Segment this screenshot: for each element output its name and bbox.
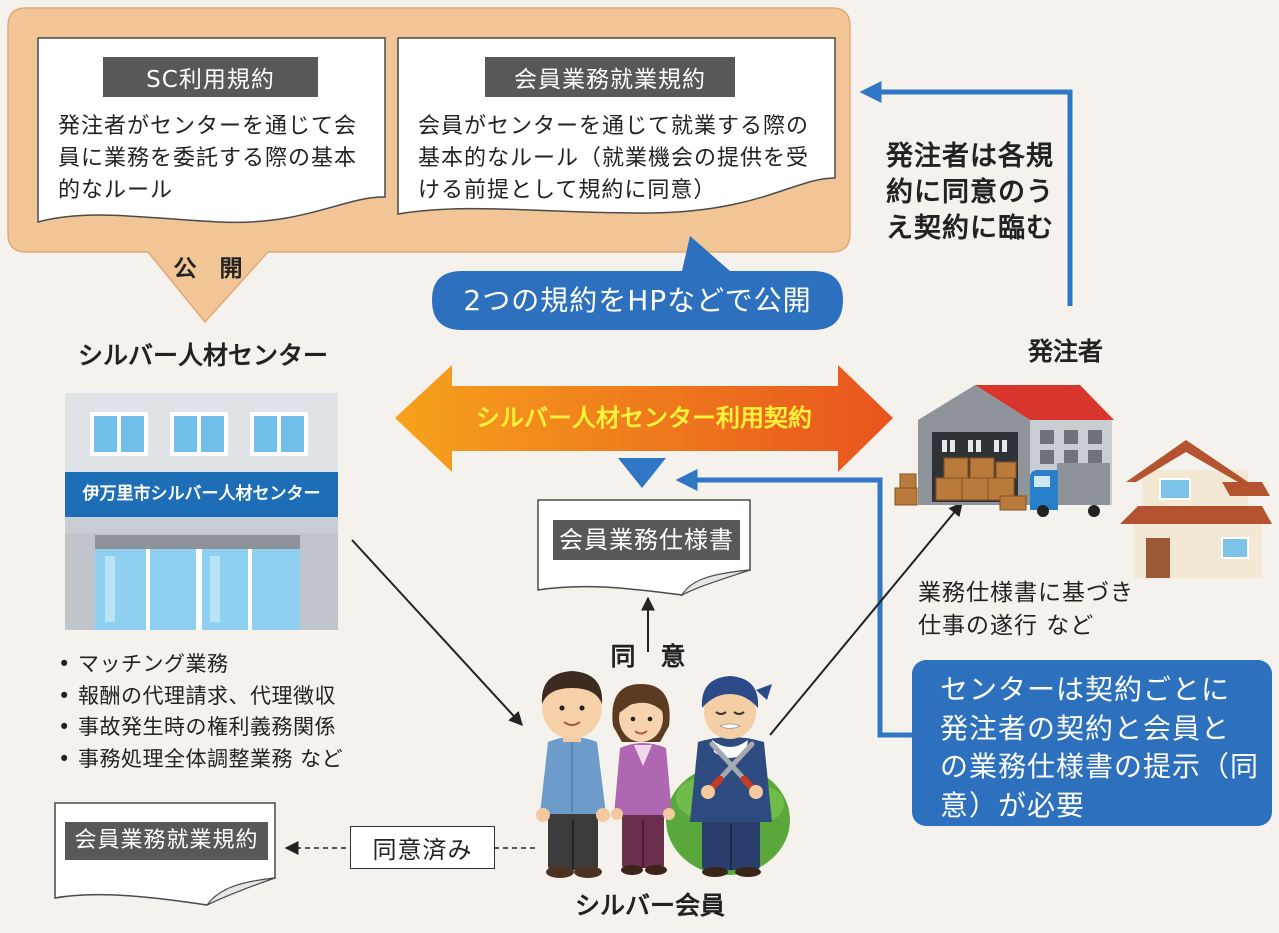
- member-terms-line: ける前提として規約に同意）: [418, 178, 717, 203]
- house-middle-roof: [1120, 506, 1272, 524]
- building-sign-band: [65, 472, 338, 517]
- bullet-icon: •: [58, 652, 71, 676]
- member-terms-body: 会員がセンターを通じて就業する際の 基本的なルール（就業機会の提供を受 ける前提…: [418, 111, 809, 207]
- member-terms-line: 基本的なルール（就業機会の提供を受: [418, 146, 810, 171]
- warehouse-roof: [975, 385, 1114, 420]
- member-man-figure: [536, 671, 610, 878]
- publish-callout-text: 2つの規約をHPなどで公開: [463, 283, 812, 317]
- building-windows: [90, 412, 308, 456]
- warehouse-vents: [942, 440, 1007, 452]
- client-consent-note: 発注者は各規 約に同意のう え契約に臨む: [886, 139, 1054, 247]
- members-label: シルバー会員: [574, 890, 725, 920]
- bullet-icon: •: [58, 683, 71, 708]
- center-duties-list: • マッチング業務 • 報酬の代理請求、代理徴収 • 事故発生時の権利義務関係 • 事務…: [58, 649, 343, 776]
- client-consent-arrow: [859, 81, 1073, 306]
- list-item: • 事故発生時の権利義務関係: [58, 712, 343, 744]
- member-terms-copy-curl: [206, 877, 276, 906]
- requirement-connector-arrow: [675, 469, 912, 738]
- list-item: • 事務処理全体調整業務 など: [58, 744, 343, 776]
- house-icon: [1120, 440, 1272, 578]
- client-consent-line: え契約に臨む: [886, 213, 1054, 244]
- house-lower-window: [1221, 537, 1249, 559]
- requirement-callout: センターは契約ごとに 発注者の契約と会員と の業務仕様書の提示（同 意）が必要: [912, 660, 1272, 826]
- house-side-roof: [1222, 482, 1270, 496]
- truck-wheel: [1088, 505, 1100, 517]
- sc-terms-line: 員に業務を委託する際の基本: [58, 146, 358, 171]
- spec-down-triangle: [618, 458, 666, 488]
- building-sign-text: 伊万里市シルバー人材センター: [82, 484, 321, 504]
- building-entrance-header: [95, 535, 300, 549]
- spec-doc-curl: [680, 569, 751, 597]
- work-note-line: 仕事の遂行 など: [918, 613, 1095, 639]
- duty-text: マッチング業務: [78, 652, 229, 676]
- client-consent-line: 発注者は各規: [886, 141, 1054, 172]
- building-door-shine: [105, 556, 115, 622]
- truck-window: [1034, 476, 1050, 487]
- bullet-icon: •: [58, 715, 71, 740]
- duty-text: 事故発生時の権利義務関係: [78, 715, 336, 740]
- cargo-boxes: [894, 457, 1027, 511]
- member-terms-copy-title: 会員業務就業規約: [74, 828, 259, 853]
- member-terms-copy-title-box: [65, 822, 268, 860]
- sc-terms-title: SC利用規約: [103, 57, 318, 97]
- spec-doc-title: 会員業務仕様書: [559, 526, 734, 554]
- building-ledge: [65, 517, 338, 533]
- publish-callout-bubble: [432, 236, 843, 330]
- agreed-label: 同意済み: [350, 826, 495, 869]
- list-item: • 報酬の代理請求、代理徴収: [58, 681, 343, 713]
- sc-terms-line: 発注者がセンターを通じて会: [58, 114, 358, 139]
- consent-label: 同 意: [610, 641, 686, 671]
- member-terms-title: 会員業務就業規約: [485, 57, 735, 97]
- center-to-members-arrow: [351, 539, 523, 727]
- house-top-roof: [1126, 440, 1248, 482]
- senior-members-icon: [536, 671, 790, 878]
- requirement-line: の業務仕様書の提示（同: [940, 750, 1260, 783]
- truck-container: [1057, 463, 1110, 505]
- duty-text: 報酬の代理請求、代理徴収: [78, 683, 336, 708]
- member-woman-figure: [611, 684, 675, 875]
- sc-terms-line: 的なルール: [58, 178, 174, 203]
- house-upper-window: [1159, 478, 1191, 500]
- work-note-line: 業務仕様書に基づき: [918, 580, 1134, 606]
- members-to-client-arrow: [769, 501, 963, 736]
- center-label: シルバー人材センター: [78, 341, 329, 370]
- contract-double-arrow: [395, 365, 893, 472]
- requirement-line: 発注者の契約と会員と: [940, 711, 1231, 745]
- elderly-gardener-figure: [690, 676, 772, 877]
- truck-wheel: [1037, 505, 1049, 517]
- building-door-shine: [210, 556, 220, 622]
- client-label: 発注者: [1028, 337, 1104, 366]
- duty-text: 事務処理全体調整業務 など: [78, 747, 344, 772]
- publish-label: 公 開: [173, 255, 243, 282]
- building-door-mullions: [146, 549, 252, 630]
- member-terms-line: 会員がセンターを通じて就業する際の: [418, 114, 810, 139]
- delivery-truck-icon: [1030, 463, 1110, 517]
- sc-terms-body: 発注者がセンターを通じて会 員に業務を委託する際の基本 的なルール: [58, 111, 357, 207]
- warehouse-side-windows: [1040, 430, 1102, 464]
- contract-arrow-label: シルバー人材センター利用契約: [476, 404, 812, 432]
- list-item: • マッチング業務: [58, 649, 343, 681]
- office-building-icon: [65, 393, 338, 630]
- spec-doc-title-box: [553, 520, 740, 560]
- work-note: 業務仕様書に基づき 仕事の遂行 など: [918, 577, 1134, 643]
- requirement-line: センターは契約ごとに: [940, 673, 1231, 706]
- requirement-line: 意）が必要: [940, 788, 1086, 822]
- house-door: [1146, 538, 1170, 578]
- warehouse-icon: [894, 385, 1114, 511]
- bullet-icon: •: [58, 747, 71, 772]
- client-consent-line: 約に同意のう: [886, 177, 1054, 208]
